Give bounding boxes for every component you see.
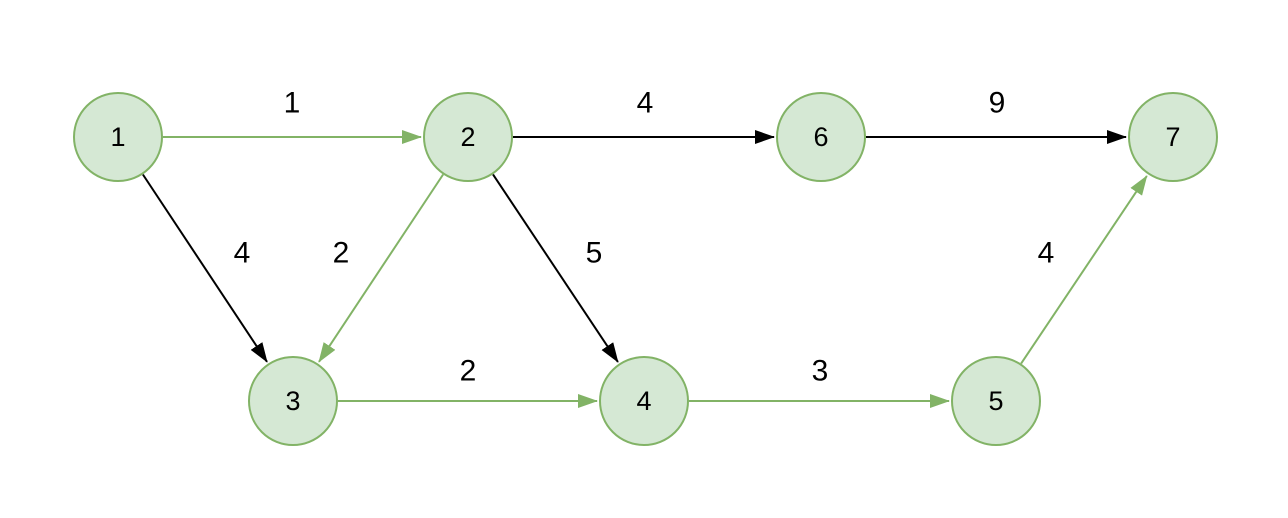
edge-2-to-3 (318, 173, 444, 363)
edge-2-to-4 (492, 173, 619, 363)
edge-weight-4-to-5: 3 (812, 355, 829, 388)
graph-node-4[interactable]: 4 (599, 356, 689, 446)
node-label-6: 6 (813, 122, 828, 152)
edge-1-to-3 (142, 173, 268, 363)
edge-weight-1-to-3: 4 (234, 237, 251, 270)
node-circle-7[interactable] (1128, 92, 1218, 182)
graph-node-6[interactable]: 6 (776, 92, 866, 182)
node-label-7: 7 (1165, 122, 1180, 152)
node-circle-1[interactable] (73, 92, 163, 182)
graph-node-1[interactable]: 1 (73, 92, 163, 182)
node-label-2: 2 (460, 122, 475, 152)
node-circle-6[interactable] (776, 92, 866, 182)
node-circle-3[interactable] (248, 356, 338, 446)
edge-weight-6-to-7: 9 (989, 87, 1006, 120)
edge-weight-2-to-4: 5 (586, 237, 603, 270)
graph-node-2[interactable]: 2 (423, 92, 513, 182)
node-label-1: 1 (110, 122, 125, 152)
edge-5-to-7 (1020, 175, 1148, 365)
graph-node-5[interactable]: 5 (951, 356, 1041, 446)
edge-weight-1-to-2: 1 (284, 87, 301, 120)
edge-weight-5-to-7: 4 (1038, 237, 1055, 270)
edge-weight-2-to-3: 2 (333, 237, 350, 270)
node-label-4: 4 (636, 386, 651, 416)
graph-node-3[interactable]: 3 (248, 356, 338, 446)
graph-node-7[interactable]: 7 (1128, 92, 1218, 182)
node-circle-5[interactable] (951, 356, 1041, 446)
node-label-3: 3 (285, 386, 300, 416)
node-label-5: 5 (988, 386, 1003, 416)
node-circle-4[interactable] (599, 356, 689, 446)
edge-weight-3-to-4: 2 (460, 355, 477, 388)
node-circle-2[interactable] (423, 92, 513, 182)
edge-weight-2-to-6: 4 (637, 87, 654, 120)
